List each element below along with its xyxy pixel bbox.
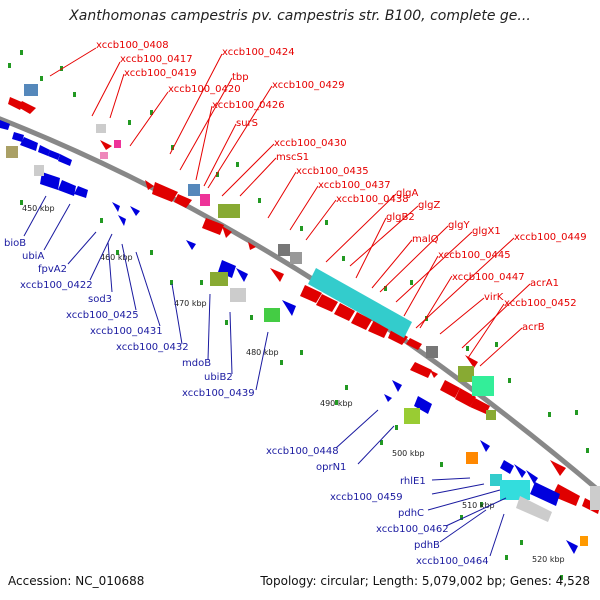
outer-label-leaders	[49, 47, 531, 367]
gene-label: glgX1	[472, 226, 501, 237]
gene-label: xccb100_0408	[96, 40, 169, 51]
gene-label: bioB	[4, 238, 26, 249]
forward-genes[interactable]	[8, 97, 600, 514]
gene-label: acrB	[522, 322, 545, 333]
gene-label: xccb100_0435	[296, 166, 369, 177]
tick-label: 450 kbp	[22, 204, 55, 213]
gene-label: xccb100_0417	[120, 54, 193, 65]
tick-label: 480 kbp	[246, 348, 279, 357]
tick-labels: 450 kbp 460 kbp 470 kbp 480 kbp 490 kbp …	[22, 204, 565, 564]
gene-label: virK	[484, 292, 504, 303]
gene-label: xccb100_0439	[182, 388, 255, 399]
gene-label: xccb100_0464	[416, 556, 489, 567]
map-title: Xanthomonas campestris pv. campestris st…	[69, 8, 531, 24]
gene-label: oprN1	[316, 462, 346, 473]
genome-summary: Topology: circular; Length: 5,079,002 bp…	[260, 574, 590, 588]
gene-label: glgZ	[418, 200, 440, 211]
gene-label: xccb100_0419	[124, 68, 197, 79]
gene-label: glgY	[448, 220, 470, 231]
gene-label: sod3	[88, 294, 112, 305]
gene-label: glgB2	[386, 212, 415, 223]
tick-label: 460 kbp	[100, 253, 133, 262]
inner-label-leaders	[23, 195, 507, 557]
gene-label: mscS1	[276, 152, 309, 163]
gene-label: xccb100_0422	[20, 280, 93, 291]
gene-label: surS	[236, 118, 258, 129]
gene-label: tbp	[232, 72, 249, 83]
gene-label: xccb100_0449	[514, 232, 587, 243]
tick-label: 510 kbp	[462, 501, 495, 510]
gene-label: mdoB	[182, 358, 211, 369]
gene-label: xccb100_0452	[504, 298, 577, 309]
gene-label: acrA1	[530, 278, 559, 289]
gene-label: ubiB2	[204, 372, 233, 383]
gene-label: xccb100_0437	[318, 180, 391, 191]
reverse-genes[interactable]	[0, 120, 578, 554]
gene-label: xccb100_0429	[272, 80, 345, 91]
gene-label: xccb100_0424	[222, 47, 295, 58]
gene-boxes[interactable]	[6, 84, 600, 546]
gene-label: pdhC	[398, 508, 424, 519]
tick-label: 520 kbp	[532, 555, 565, 564]
gene-label: malQ	[412, 234, 439, 245]
gene-label: xccb100_0462	[376, 524, 449, 535]
gene-label: pdhB	[414, 540, 440, 551]
gene-label: xccb100_0420	[168, 84, 241, 95]
tick-label: 500 kbp	[392, 449, 425, 458]
gene-label: glgA	[396, 188, 418, 199]
tick-label: 470 kbp	[174, 299, 207, 308]
gene-label: rhlE1	[400, 476, 426, 487]
gene-label: ubiA	[22, 251, 44, 262]
accession-label: Accession: NC_010688	[8, 574, 145, 588]
gene-label: xccb100_0447	[452, 272, 525, 283]
gene-label: xccb100_0431	[90, 326, 163, 337]
gene-label: xccb100_0425	[66, 310, 139, 321]
outer-labels: xccb100_0408 xccb100_0417 xccb100_0419 x…	[96, 40, 587, 333]
gene-label: fpvA2	[38, 264, 67, 275]
inner-guide-dots	[20, 200, 563, 580]
genome-backbone	[0, 116, 600, 495]
gene-label: xccb100_0445	[438, 250, 511, 261]
gene-label: xccb100_0448	[266, 446, 339, 457]
inner-labels: bioB ubiA fpvA2 xccb100_0422 sod3 xccb10…	[4, 238, 489, 567]
gene-label: xccb100_0438	[336, 194, 409, 205]
gene-label: xccb100_0426	[212, 100, 285, 111]
gene-label: xccb100_0430	[274, 138, 347, 149]
gene-label: xccb100_0459	[330, 492, 403, 503]
gene-label: xccb100_0432	[116, 342, 189, 353]
tick-label: 490 kbp	[320, 399, 353, 408]
